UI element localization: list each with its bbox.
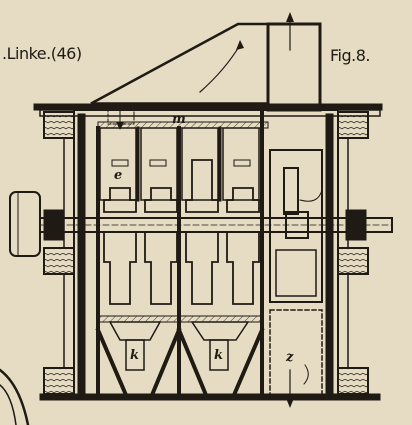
author-reference: .Linke.(46)	[2, 44, 82, 63]
inner-chambers	[96, 107, 269, 397]
base-frame	[39, 393, 381, 401]
wheel-fragment	[0, 368, 30, 425]
label-z: z	[286, 350, 294, 365]
beater-arms	[103, 159, 260, 305]
label-m: m	[172, 112, 186, 127]
inlet-hopper	[90, 22, 270, 105]
label-k-right: k	[214, 348, 224, 363]
figure-label: Fig.8.	[330, 46, 371, 65]
wood-blocks	[43, 111, 369, 395]
fan-chamber	[269, 149, 323, 303]
label-e: e	[114, 168, 123, 183]
lower-right-chamber	[269, 309, 323, 408]
lower-hoppers	[95, 315, 265, 398]
main-shaft	[9, 191, 393, 257]
exhaust-duct	[266, 12, 322, 112]
label-k-left: k	[130, 348, 140, 363]
